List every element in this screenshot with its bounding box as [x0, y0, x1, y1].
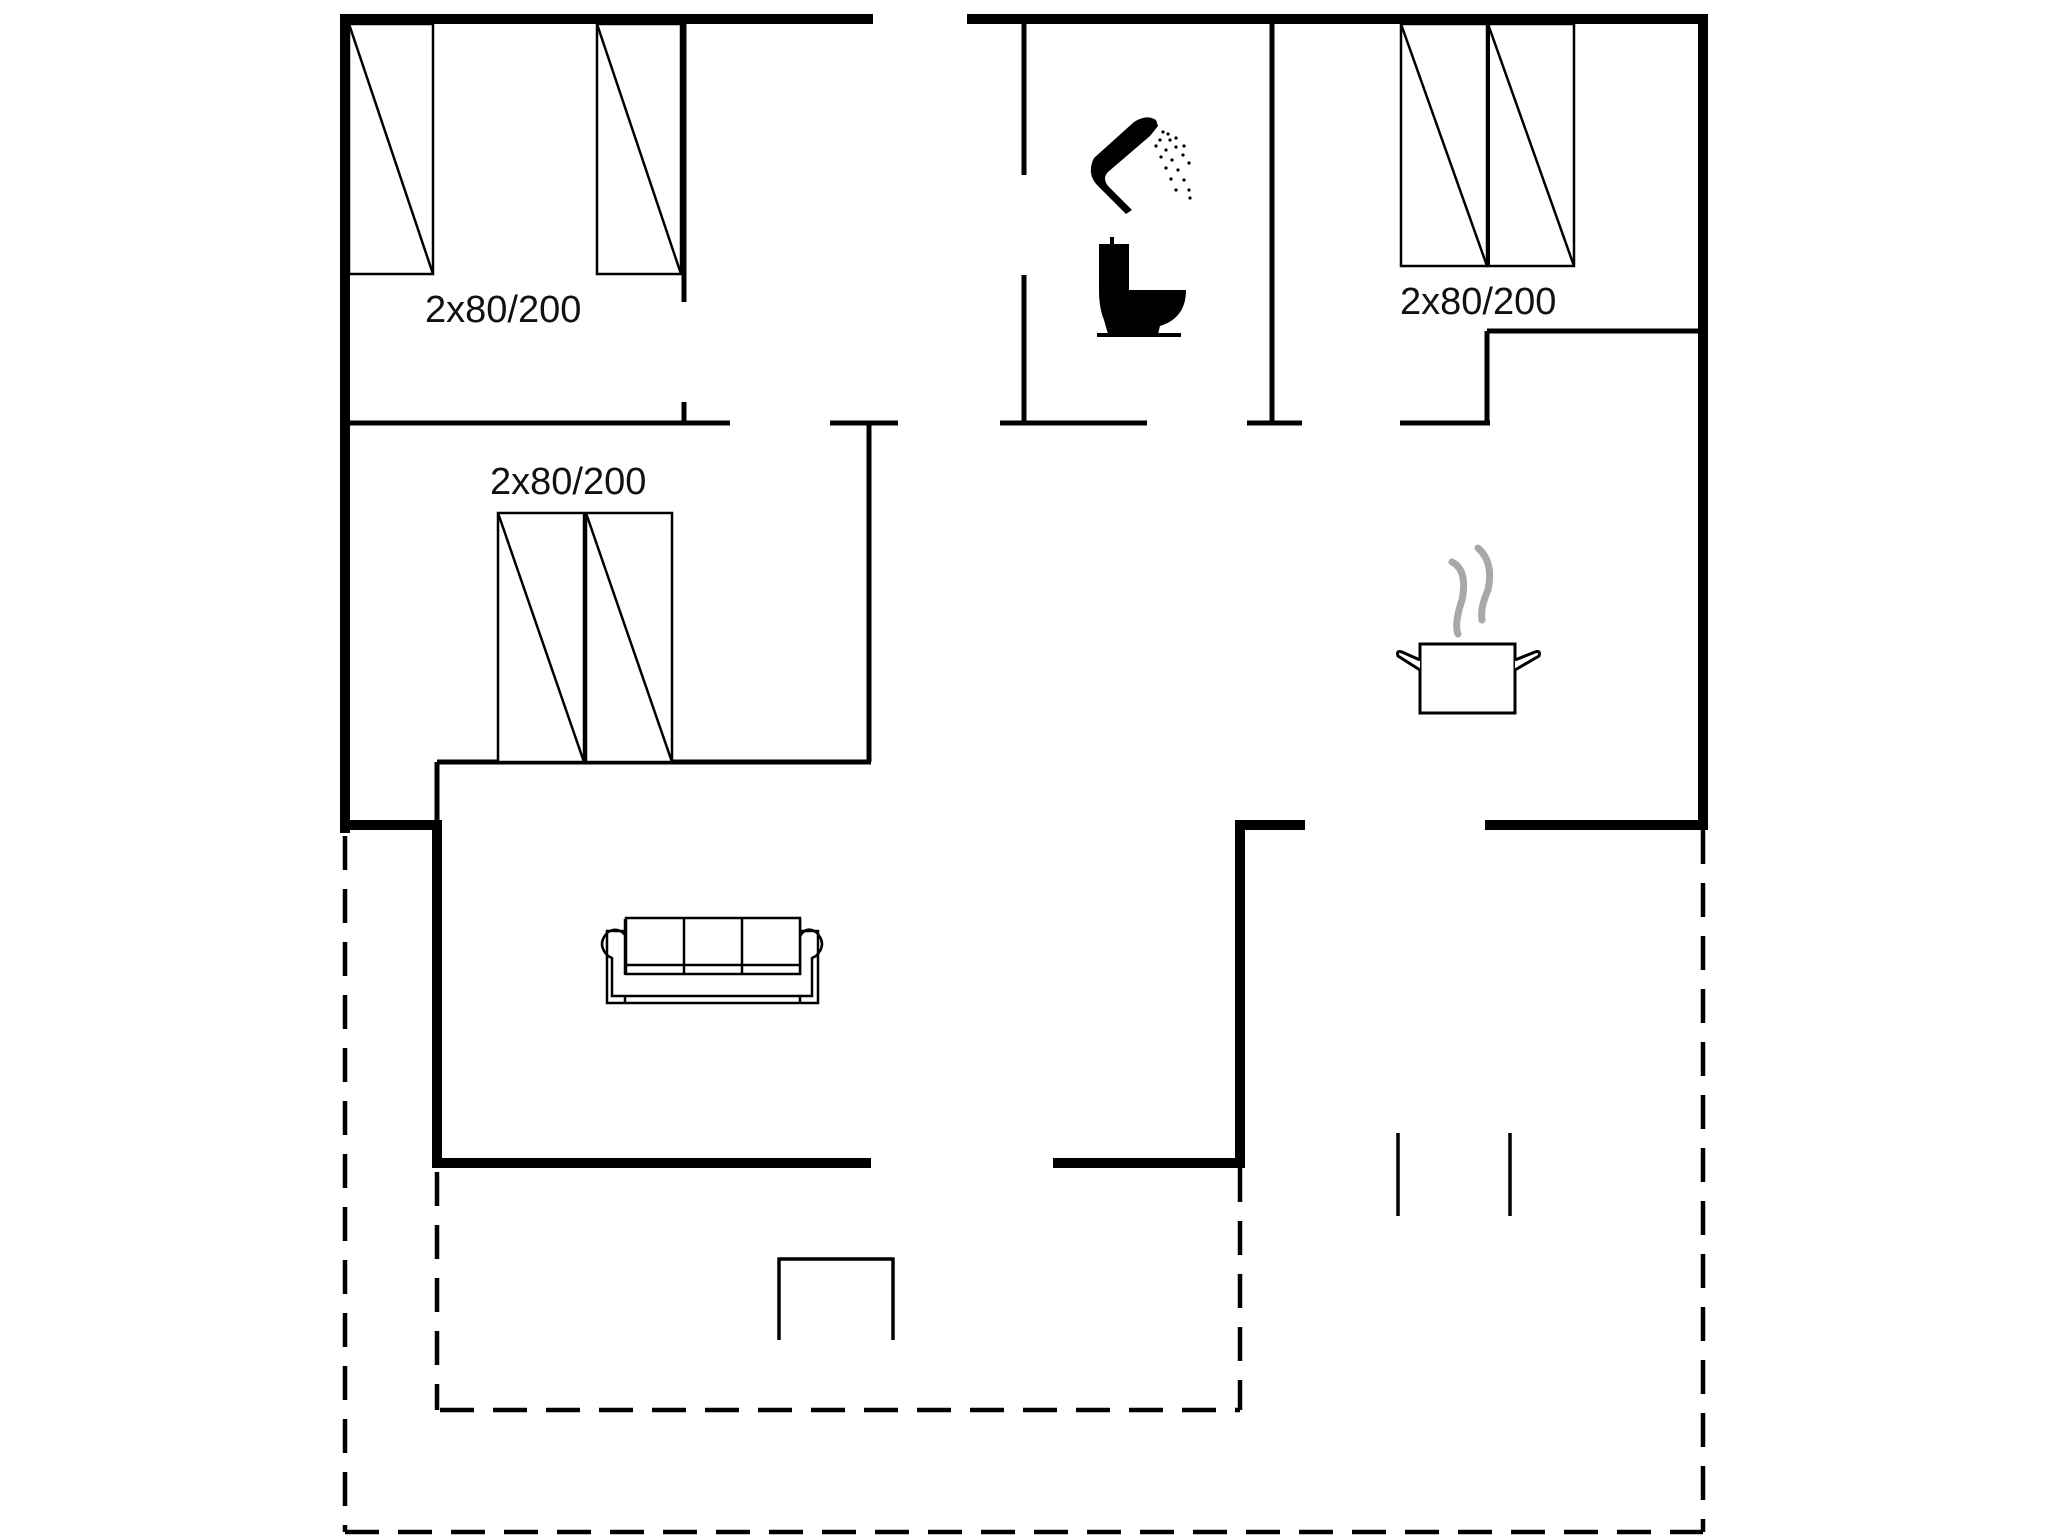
interior-walls — [345, 19, 1703, 825]
shower-icon — [1090, 117, 1192, 214]
bed-size-label: 2x80/200 — [490, 461, 646, 503]
bed-size-label: 2x80/200 — [425, 289, 581, 331]
bedroom-2: 2x80/200 — [490, 461, 674, 764]
bed-icon — [496, 511, 586, 764]
bed-icon — [347, 22, 435, 276]
terrace — [777, 1133, 1512, 1340]
kitchen — [1396, 544, 1541, 715]
bed-icon — [1399, 22, 1489, 268]
bedroom-3: 2x80/200 — [1399, 22, 1576, 323]
outdoor-table-icon — [777, 1257, 895, 1340]
sofa-icon — [600, 916, 824, 1005]
bathroom — [1090, 117, 1192, 337]
bedroom-1: 2x80/200 — [347, 22, 683, 331]
terrace-outline — [342, 830, 1706, 1535]
bed-icon — [1486, 22, 1576, 268]
toilet-icon — [1097, 237, 1186, 337]
living-room — [600, 916, 824, 1005]
cooking-pot-icon — [1396, 544, 1541, 715]
bed-icon — [584, 511, 674, 764]
bed-icon — [595, 22, 683, 276]
bed-size-label: 2x80/200 — [1400, 281, 1556, 323]
